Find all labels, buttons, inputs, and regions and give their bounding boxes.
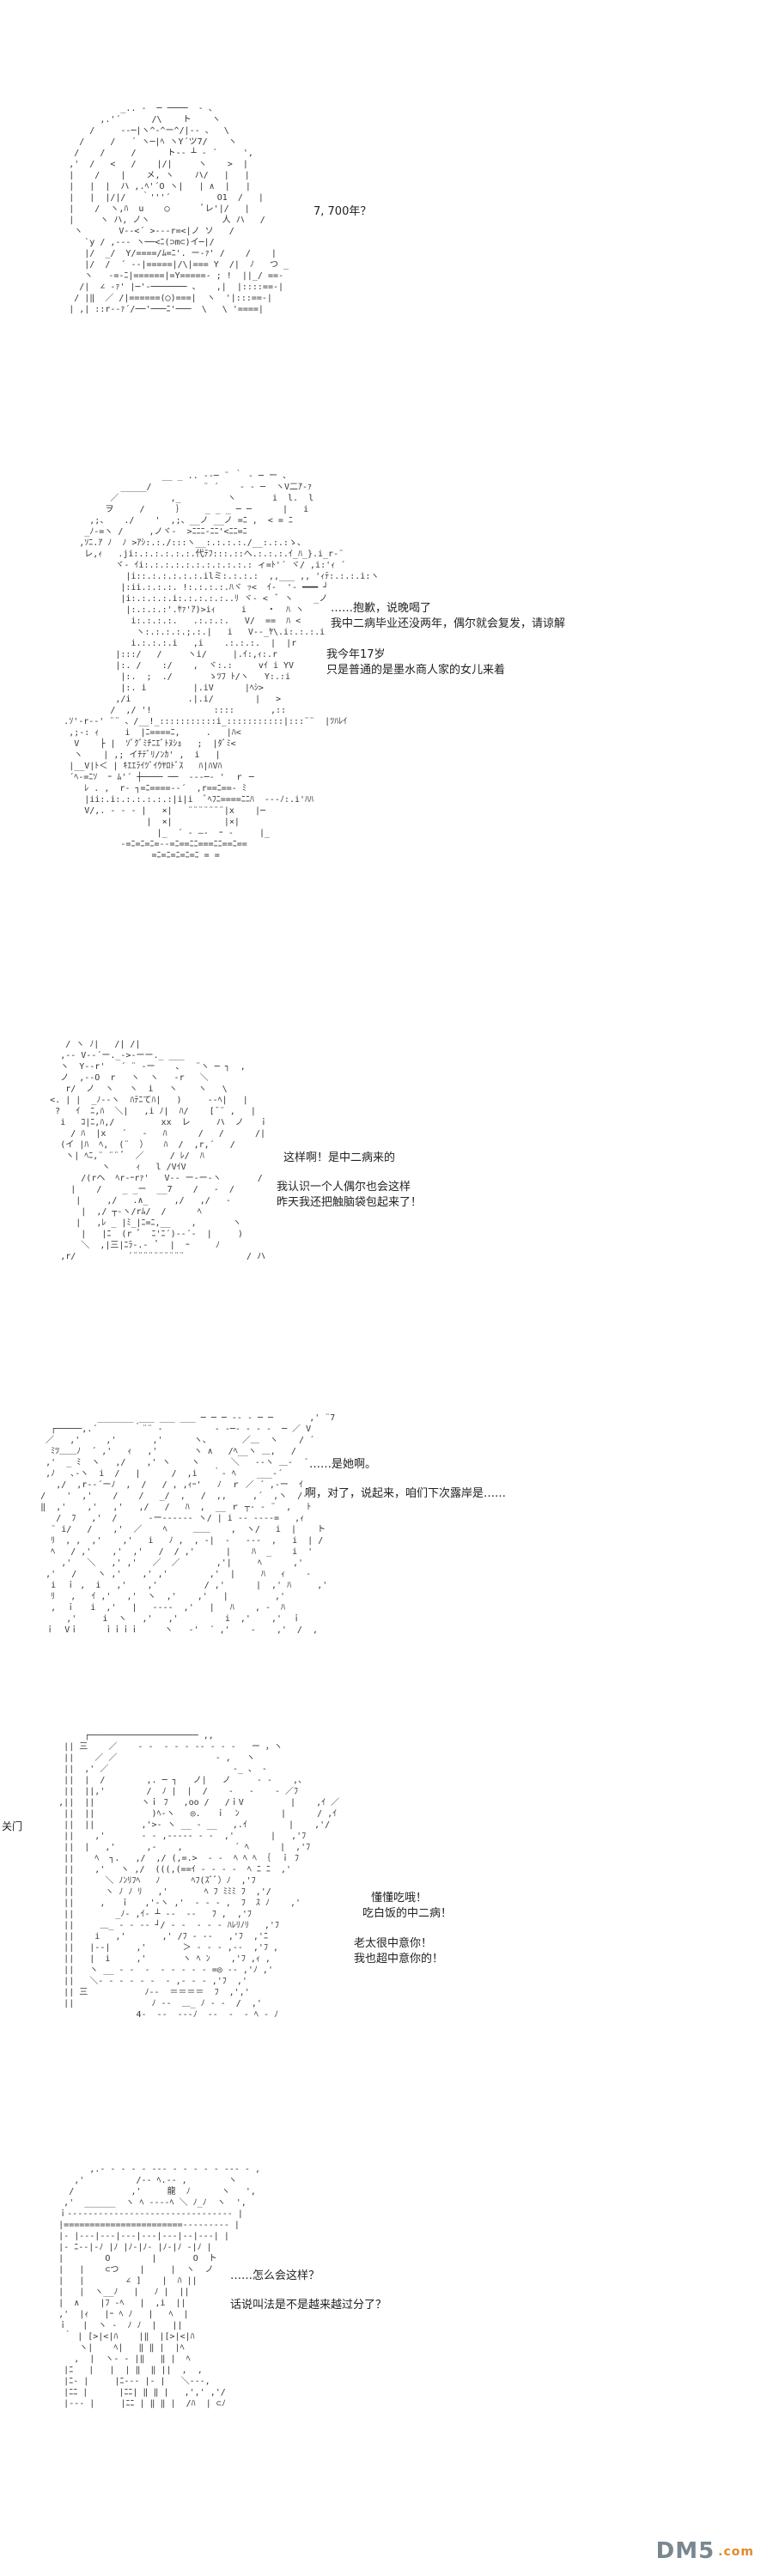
dialog-line: 只是普通的是墨水商人家的女儿来着 — [326, 664, 506, 677]
panel-4: _______ ___ ___ ___ ─ ─ ─ ‐‐ ‐ ─ ─ ,' ¨7… — [0, 1413, 773, 1704]
panel-6: ,.‐ ‐ ‐ ‐ ‐ ‐‐‐ ‐ ‐ ‐ ‐ ‐ ‐‐‐ ‐ , ,' /‐‐… — [0, 2164, 773, 2456]
watermark-suffix: .com — [718, 2544, 754, 2559]
ascii-art-character: ┌───────────────────── ,, || 三 ／ ‐ ‐ ‐ ‐… — [58, 1731, 340, 2020]
dialog-line: 我认识一个人偶尔也会这样 — [277, 1181, 411, 1194]
ascii-art-character: __ _ .. -‐─ ¨ ｀ - ─ ー 、 _____/ ¨ ´ ‐ - ─… — [64, 471, 380, 860]
dialog-line: 老太很中意你！ — [354, 1937, 433, 1950]
dialog-line: 吃白饭的中二病！ — [362, 1907, 453, 1920]
dialog-line: 这样啊！是中二病来的 — [283, 1151, 396, 1164]
dialog-line: 懂懂吃哦！ — [371, 1892, 428, 1905]
dialog-line: 昨天我还把触脑袋包起来了！ — [277, 1196, 423, 1209]
dialog-line: 啊，对了，说起来，咱们下次露岸是…… — [305, 1487, 507, 1500]
dialog-line: ……是她啊。 — [309, 1458, 377, 1471]
dialog-line: 我中二病毕业还没两年，偶尔就会复发，请谅解 — [331, 617, 566, 630]
panel-3: / ヽ ﾉ| /| /| ,‐‐ V-‐´ー._‐>‐ーー._ ___ ヽ Y‐… — [0, 1039, 773, 1382]
panel-2: __ _ .. -‐─ ¨ ｀ - ─ ー 、 _____/ ¨ ´ ‐ - ─… — [0, 471, 773, 969]
side-text: 关门 — [2, 1820, 23, 1832]
ascii-art-character: _______ ___ ___ ___ ─ ─ ─ ‐‐ ‐ ─ ─ ,' ¨7… — [40, 1413, 336, 1635]
ascii-art-character: ,.‐ ‐ ‐ ‐ ‐ ‐‐‐ ‐ ‐ ‐ ‐ ‐ ‐‐‐ ‐ , ,' /‐‐… — [58, 2165, 260, 2409]
site-watermark: DM5.com — [656, 2538, 754, 2564]
dialog-line: ……抱歉，说晚喝了 — [331, 602, 432, 615]
dialog-line: 话说叫法是不是越来越过分了？ — [230, 2299, 387, 2312]
ascii-art-character: / ヽ ﾉ| /| /| ,‐‐ V-‐´ー._‐>‐ーー._ ___ ヽ Y‐… — [50, 1040, 268, 1261]
dialog-line: 7, 700年？ — [313, 205, 372, 218]
ascii-art-character: _.. - ─ ──── - 、 ,.'´ /\ ト ヽ / --─|ヽ^-^ー… — [69, 104, 289, 314]
dialog-line: 我今年17岁 — [326, 648, 386, 661]
panel-5: 关门 ┌───────────────────── ,, || 三 ／ ‐ ‐ … — [0, 1730, 773, 2057]
dialog-line: 我也超中意你的！ — [354, 1953, 444, 1965]
dialog-line: ……怎么会这样？ — [230, 2269, 320, 2282]
panel-1: _.. - ─ ──── - 、 ,.'´ /\ ト ヽ / --─|ヽ^-^ー… — [0, 103, 773, 429]
watermark-text: DM5 — [655, 2538, 715, 2564]
